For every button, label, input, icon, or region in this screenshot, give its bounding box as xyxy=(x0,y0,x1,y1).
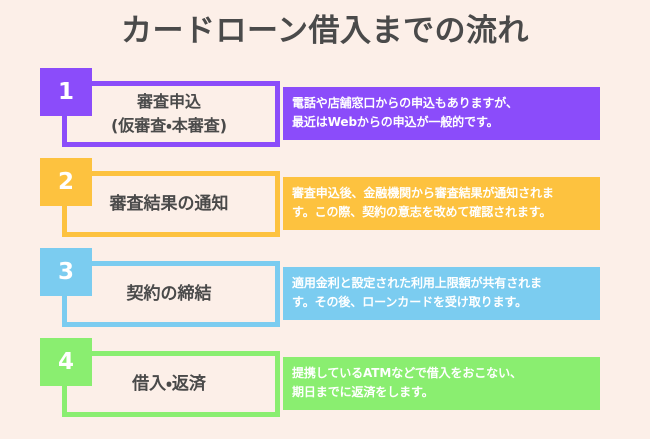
page-title: カードローン借入までの流れ xyxy=(121,13,529,49)
step-number-badge: 2 xyxy=(40,158,92,206)
step-title: 借入・返済 xyxy=(132,373,206,394)
step-number-badge: 3 xyxy=(40,248,92,296)
step-description: 提携しているATMなどで借入をおこない、 期日までに返済をします。 xyxy=(292,366,522,399)
step-row: 4 借入・返済 提携しているATMなどで借入をおこない、 期日までに返済をします… xyxy=(0,338,650,418)
step-description: 審査申込後、金融機関から審査結果が通知されま す。この際、契約の意志を改めて確認… xyxy=(292,186,554,219)
step-description: 適用金利と設定された利用上限額が共有されま す。その後、ローンカードを受け取りま… xyxy=(292,276,542,309)
step-description-box: 提携しているATMなどで借入をおこない、 期日までに返済をします。 xyxy=(283,357,600,410)
step-title-box: 審査申込 (仮審査・本審査) xyxy=(62,81,280,147)
step-row: 2 審査結果の通知 審査申込後、金融機関から審査結果が通知されま す。この際、契… xyxy=(0,158,650,238)
step-row: 3 契約の締結 適用金利と設定された利用上限額が共有されま す。その後、ローンカ… xyxy=(0,248,650,328)
step-title-box: 契約の締結 xyxy=(62,261,280,327)
step-description-box: 審査申込後、金融機関から審査結果が通知されま す。この際、契約の意志を改めて確認… xyxy=(283,177,600,230)
step-title-box: 借入・返済 xyxy=(62,351,280,417)
step-row: 1 審査申込 (仮審査・本審査) 電話や店舗窓口からの申込もありますが、 最近は… xyxy=(0,68,650,148)
step-title-box: 審査結果の通知 xyxy=(62,171,280,237)
step-title: 契約の締結 xyxy=(126,283,212,304)
step-description: 電話や店舗窓口からの申込もありますが、 最近はWebからの申込が一般的です。 xyxy=(292,96,518,129)
step-description-box: 電話や店舗窓口からの申込もありますが、 最近はWebからの申込が一般的です。 xyxy=(283,87,600,140)
step-description-box: 適用金利と設定された利用上限額が共有されま す。その後、ローンカードを受け取りま… xyxy=(283,267,600,320)
steps-list: 1 審査申込 (仮審査・本審査) 電話や店舗窓口からの申込もありますが、 最近は… xyxy=(0,68,650,428)
step-number-badge: 4 xyxy=(40,338,92,386)
step-number-badge: 1 xyxy=(40,68,92,116)
step-title: 審査結果の通知 xyxy=(109,193,229,214)
step-title: 審査申込 (仮審査・本審査) xyxy=(110,92,228,135)
